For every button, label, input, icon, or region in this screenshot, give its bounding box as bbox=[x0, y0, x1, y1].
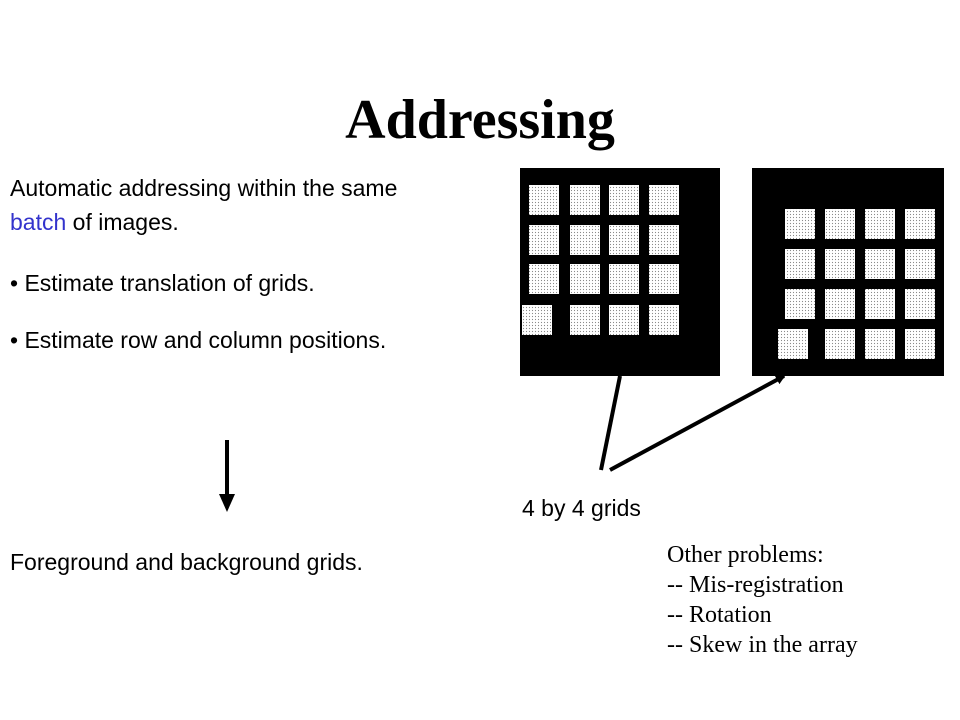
result-text: Foreground and background grids. bbox=[10, 549, 363, 575]
grid-spot bbox=[529, 185, 559, 215]
grid-spot bbox=[905, 329, 935, 359]
grid-spot bbox=[825, 249, 855, 279]
grid-spot bbox=[865, 329, 895, 359]
grid-spot bbox=[609, 185, 639, 215]
problem-item: -- Skew in the array bbox=[667, 632, 858, 658]
grids-label: 4 by 4 grids bbox=[522, 495, 641, 521]
grid-spot bbox=[785, 249, 815, 279]
intro-highlight: batch bbox=[10, 209, 67, 235]
grid-spot bbox=[785, 209, 815, 239]
problem-item: -- Mis-registration bbox=[667, 572, 844, 598]
grid-spot bbox=[825, 289, 855, 319]
grid-spot bbox=[649, 264, 679, 294]
grid-spot bbox=[529, 225, 559, 255]
grid-spot bbox=[609, 225, 639, 255]
bullet-row-column: • Estimate row and column positions. bbox=[10, 327, 387, 353]
grid-spot bbox=[570, 264, 600, 294]
grid-spot bbox=[825, 209, 855, 239]
grid-spot bbox=[649, 305, 679, 335]
problem-item: -- Rotation bbox=[667, 602, 772, 628]
grid-panel-right bbox=[752, 168, 944, 376]
grid-spot bbox=[529, 264, 559, 294]
pointer-arrow-right bbox=[609, 374, 786, 472]
grid-spot bbox=[609, 305, 639, 335]
grid-spot bbox=[570, 305, 600, 335]
grid-spot bbox=[865, 289, 895, 319]
grid-spot bbox=[905, 249, 935, 279]
grid-spot bbox=[522, 305, 552, 335]
grid-spot bbox=[570, 185, 600, 215]
intro-text: Automatic addressing within the same bat… bbox=[10, 171, 430, 239]
down-arrow-head bbox=[219, 494, 235, 512]
down-arrow bbox=[219, 440, 235, 512]
intro-before: Automatic addressing within the same bbox=[10, 175, 398, 201]
grid-spot bbox=[905, 289, 935, 319]
grid-spot bbox=[649, 225, 679, 255]
grid-spot bbox=[785, 289, 815, 319]
grid-spot bbox=[825, 329, 855, 359]
grid-panel-left bbox=[520, 168, 720, 376]
grid-spot bbox=[905, 209, 935, 239]
grid-spot bbox=[778, 329, 808, 359]
slide-title: Addressing bbox=[345, 89, 615, 151]
grid-spot bbox=[570, 225, 600, 255]
intro-after: of images. bbox=[66, 209, 179, 235]
pointer-line-left bbox=[599, 375, 622, 471]
grid-spot bbox=[609, 264, 639, 294]
other-problems: Other problems: -- Mis-registration -- R… bbox=[667, 540, 858, 660]
grid-spot bbox=[865, 209, 895, 239]
bullet-translation: • Estimate translation of grids. bbox=[10, 270, 315, 296]
grid-spot bbox=[865, 249, 895, 279]
problems-heading: Other problems: bbox=[667, 542, 824, 568]
grid-spot bbox=[649, 185, 679, 215]
